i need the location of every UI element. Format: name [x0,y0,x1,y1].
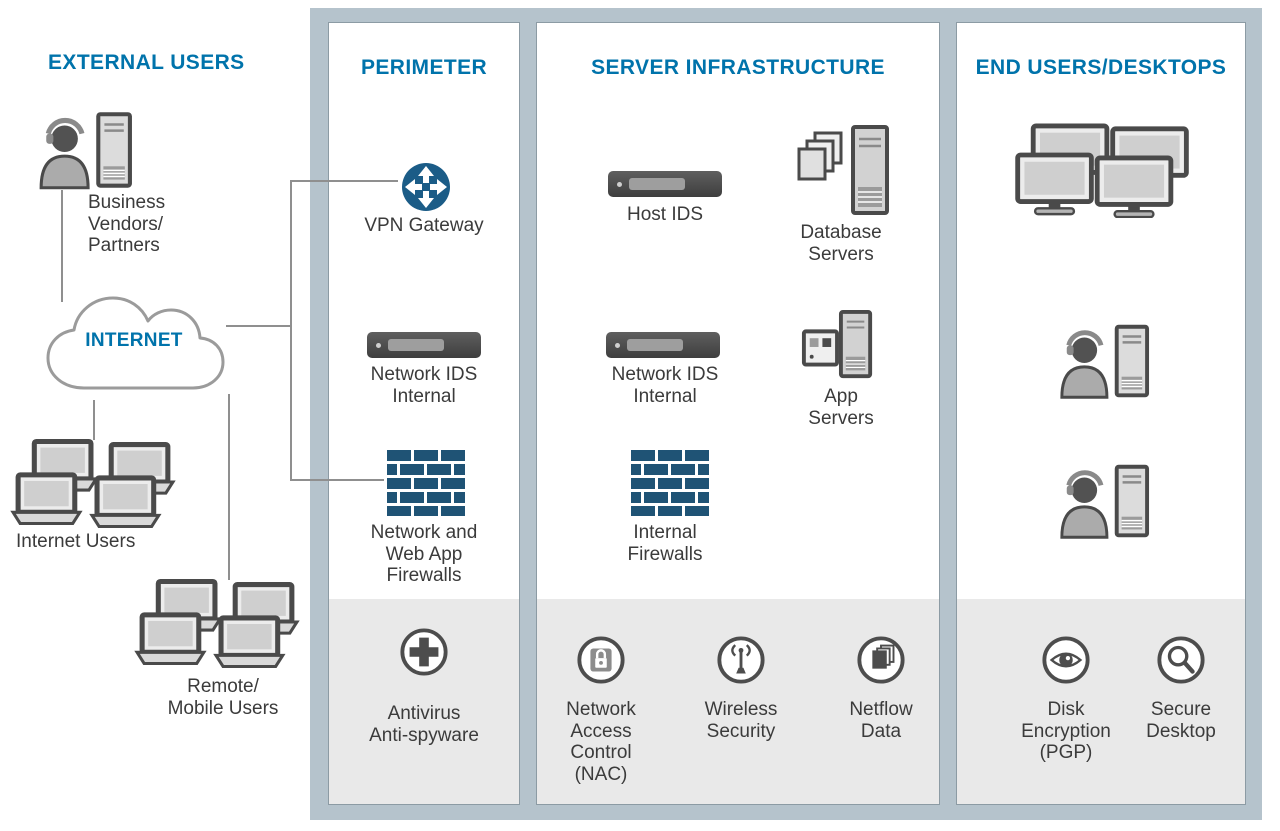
panel-perimeter: PERIMETER VPN Gateway Network IDS Intern… [328,22,520,805]
disk-encryption-label: Disk Encryption (PGP) [1021,699,1111,764]
host-ids-label: Host IDS [626,204,704,225]
app-servers-label: App Servers [808,386,874,429]
connector-internet-to-trunk [226,325,292,327]
network-ids-appliance-icon [367,332,481,358]
remote-mobile-users-icon [132,578,304,670]
internal-firewalls-label: Internal Firewalls [627,522,703,565]
web-app-firewall-icon [387,450,465,516]
connector-internet-to-internet-users [93,400,95,440]
server-network-ids-appliance-icon [606,332,720,358]
server-infrastructure-title: SERVER INFRASTRUCTURE [591,56,885,79]
end-user-desktops-icon [1011,123,1195,218]
wireless-security-icon [717,636,765,684]
secure-desktop-icon [1157,636,1205,684]
database-servers-icon [797,125,889,215]
end-user-workstation-icon [1055,463,1151,541]
disk-encryption-icon [1042,636,1090,684]
panel-server-infrastructure: SERVER INFRASTRUCTURE Host IDS Database … [536,22,940,805]
netflow-data-label: Netflow Data [849,699,913,742]
end-users-footer: Disk Encryption (PGP) Secure Desktop [957,599,1245,804]
vpn-gateway-icon [402,163,450,211]
end-users-title: END USERS/DESKTOPS [975,56,1227,79]
perimeter-footer: Antivirus Anti-spyware [329,599,519,804]
server-footer: Network Access Control (NAC) Wireless Se… [537,599,939,804]
business-vendors-label: Business Vendors/ Partners [88,192,166,257]
connector-trunk-vertical [290,180,292,481]
database-servers-label: Database Servers [800,222,882,265]
connector-to-vpn-gateway [292,180,398,182]
end-user-workstation-icon [1055,323,1151,401]
business-vendor-workstation-icon [34,110,134,192]
vpn-gateway-label: VPN Gateway [364,215,484,236]
connector-to-firewalls [292,479,384,481]
internet-label: INTERNET [85,330,183,351]
internet-cloud-icon [46,296,225,390]
perimeter-title: PERIMETER [360,56,488,79]
network-access-control-label: Network Access Control (NAC) [566,699,636,785]
connector-remote-users-to-internet [228,394,230,580]
internet-users-label: Internet Users [16,531,136,552]
antivirus-icon [400,628,448,676]
internet-users-icon [8,438,180,530]
internal-firewalls-icon [631,450,709,516]
secure-desktop-label: Secure Desktop [1146,699,1216,742]
perimeter-network-ids-label: Network IDS Internal [370,364,478,407]
panel-end-users: END USERS/DESKTOPS Disk Encryption (PGP) [956,22,1246,805]
wireless-security-label: Wireless Security [704,699,778,742]
network-access-control-icon [577,636,625,684]
antivirus-label: Antivirus Anti-spyware [369,703,479,746]
host-ids-appliance-icon [608,171,722,197]
app-servers-icon [801,309,873,379]
connector-vendors-to-internet [61,190,63,302]
server-network-ids-label: Network IDS Internal [611,364,719,407]
remote-mobile-users-label: Remote/ Mobile Users [167,676,279,719]
security-zones-container: PERIMETER VPN Gateway Network IDS Intern… [310,8,1262,820]
web-app-firewalls-label: Network and Web App Firewalls [370,522,478,587]
netflow-data-icon [857,636,905,684]
external-users-title: EXTERNAL USERS [48,51,245,74]
